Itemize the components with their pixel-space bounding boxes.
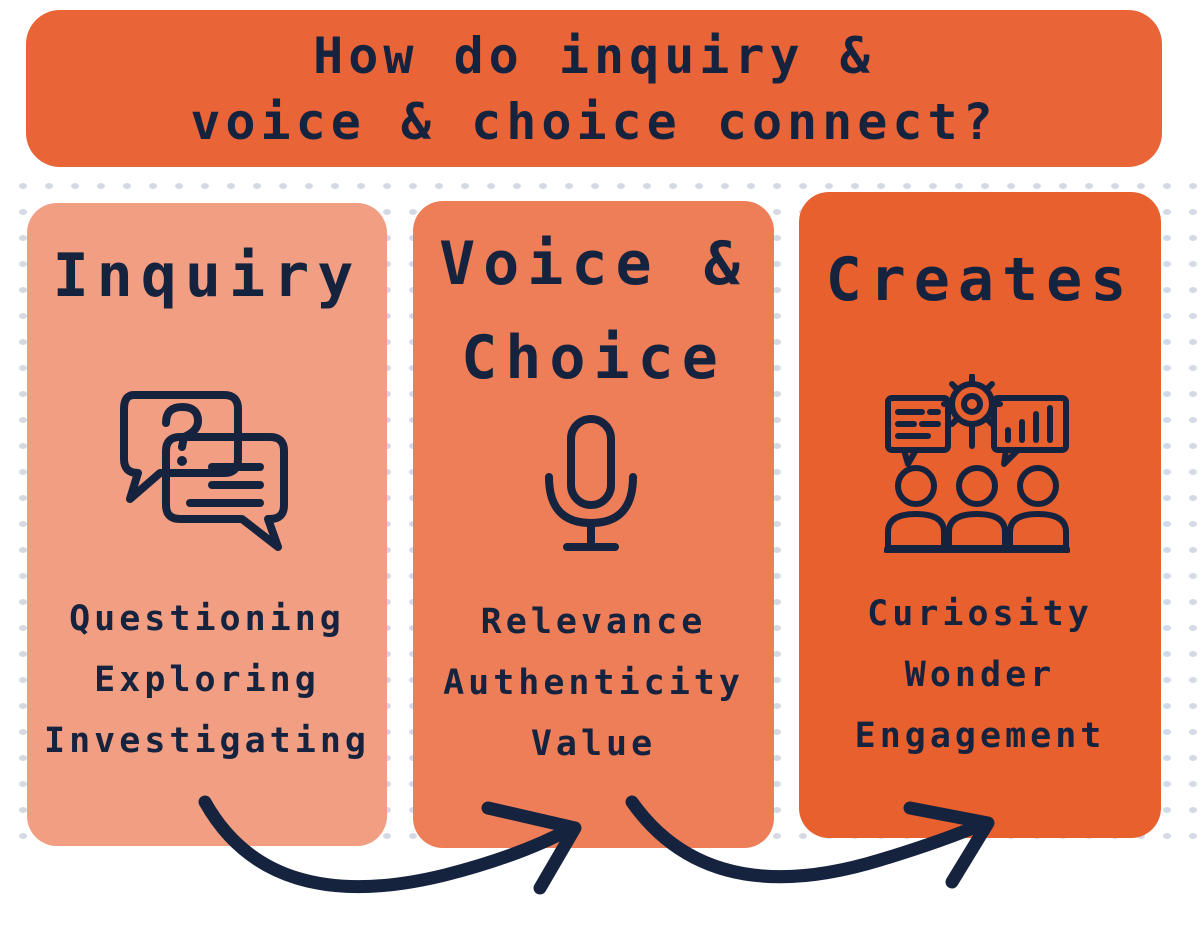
inquiry-card: Inquiry Questioning Exploring Investigat…: [27, 203, 387, 846]
inquiry-word-investigating: Investigating: [44, 721, 370, 761]
header-title-line-2: voice & choice connect?: [190, 92, 998, 151]
header-banner: How do inquiry & voice & choice connect?: [26, 10, 1162, 167]
header-title-line-1: How do inquiry &: [313, 26, 875, 85]
inquiry-card-title: Inquiry: [52, 241, 362, 311]
voice-choice-card-title-line-2: Choice: [461, 323, 726, 393]
voice-word-authenticity: Authenticity: [443, 663, 744, 703]
creates-word-wonder: Wonder: [904, 655, 1056, 695]
creates-word-curiosity: Curiosity: [867, 594, 1093, 634]
group-presentation-icon: [884, 374, 1070, 553]
voice-choice-card: Voice & Choice Relevance Authenticity Va…: [413, 201, 774, 848]
voice-word-relevance: Relevance: [480, 602, 707, 642]
creates-card-title: Creates: [825, 245, 1135, 315]
inquiry-card-words: Questioning Exploring Investigating: [27, 589, 387, 772]
microphone-icon: [545, 415, 637, 551]
question-chat-bubbles-icon: [120, 391, 288, 551]
inquiry-word-questioning: Questioning: [69, 599, 345, 639]
creates-card-words: Curiosity Wonder Engagement: [799, 584, 1161, 767]
inquiry-word-exploring: Exploring: [94, 660, 320, 700]
voice-choice-card-words: Relevance Authenticity Value: [413, 592, 774, 775]
creates-word-engagement: Engagement: [854, 716, 1106, 756]
creates-card: Creates C: [799, 192, 1161, 838]
voice-choice-card-title-line-1: Voice &: [439, 229, 748, 299]
voice-word-value: Value: [530, 724, 657, 764]
